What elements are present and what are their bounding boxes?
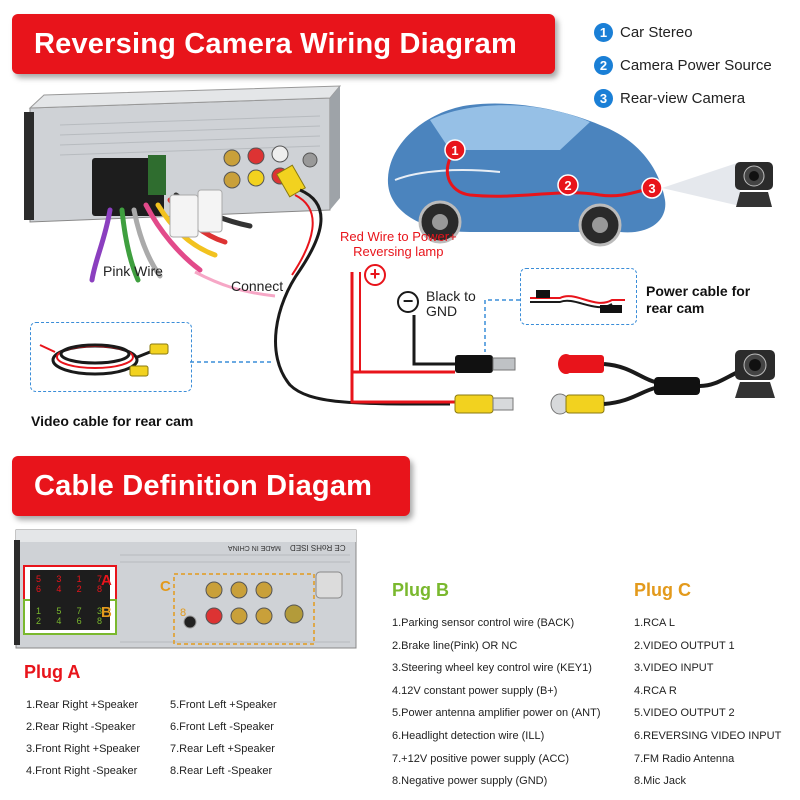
- legend-number-1: 1: [594, 23, 613, 42]
- plug-b-pin: 7: [76, 606, 82, 616]
- plug-b-pin: 3: [96, 606, 102, 616]
- car-marker-2: 2: [564, 178, 571, 193]
- pink-wire-label: Pink Wire: [103, 263, 163, 279]
- wiring-diagram-title: Reversing Camera Wiring Diagram: [34, 27, 517, 60]
- car-stereo-unit-top: [24, 85, 342, 223]
- plug-a-pin: 4: [56, 584, 62, 594]
- plug-a-pin: 2: [76, 584, 82, 594]
- plug-b-item: 3.Steering wheel key control wire (KEY1): [392, 662, 592, 675]
- plug-a-item: 1.Rear Right +Speaker: [26, 699, 139, 711]
- plug-b-pin: 1: [36, 606, 42, 616]
- plug-a-list-left: 1.Rear Right +Speaker 2.Rear Right -Spea…: [26, 694, 140, 782]
- wiring-diagram-banner: Reversing Camera Wiring Diagram: [12, 14, 555, 74]
- legend-label-car-stereo: Car Stereo: [620, 24, 693, 41]
- panel-made-in-label: MADE IN CHINA: [228, 544, 281, 551]
- plug-b-pin: 8: [96, 616, 102, 626]
- plug-a-pin: 7: [96, 574, 102, 584]
- red-wire-label: Red Wire to Power+ Reversing lamp: [340, 229, 457, 259]
- legend-item-car-stereo: 1 Car Stereo: [594, 23, 693, 42]
- plug-a-pins: 5 3 1 7 6 4 2 8: [36, 574, 102, 594]
- power-cable-line1: Power cable for: [646, 283, 751, 299]
- plug-a-item: 7.Rear Left +Speaker: [170, 743, 275, 755]
- video-cable-coil: [39, 343, 169, 377]
- black-to-gnd-line2: GND: [426, 303, 458, 319]
- plug-c-letter: C: [160, 578, 171, 595]
- rear-camera-bottom: [735, 350, 775, 398]
- plug-c-item: 7.FM Radio Antenna: [634, 752, 735, 765]
- plug-b-item: 5.Power antenna amplifier power on (ANT): [392, 707, 601, 720]
- plug-b-pin: 6: [76, 616, 82, 626]
- plug-a-item: 4.Front Right -Speaker: [26, 765, 138, 777]
- plug-c-item: 2.VIDEO OUTPUT 1: [634, 639, 735, 652]
- legend-number-3: 3: [594, 89, 613, 108]
- plus-symbol: +: [369, 264, 381, 284]
- plug-a-pin: 3: [56, 574, 62, 584]
- plug-a-item: 6.Front Left -Speaker: [170, 721, 274, 733]
- plug-b-letter: B: [101, 604, 112, 621]
- plug-c-item: 8.Mic Jack: [634, 775, 686, 788]
- black-to-gnd-label: Black to GND: [426, 289, 476, 319]
- plug-a-letter: A: [101, 572, 112, 589]
- plug-a-item: 5.Front Left +Speaker: [170, 699, 277, 711]
- power-cable-label: Power cable for rear cam: [646, 283, 750, 317]
- plug-c-item: 6.REVERSING VIDEO INPUT: [634, 729, 782, 742]
- minus-symbol: −: [402, 291, 414, 311]
- plug-a-item: 8.Rear Left -Speaker: [170, 765, 273, 777]
- legend-label-rear-camera: Rear-view Camera: [620, 90, 746, 107]
- plug-c-item: 5.VIDEO OUTPUT 2: [634, 707, 735, 720]
- plug-a-list-right: 5.Front Left +Speaker 6.Front Left -Spea…: [170, 694, 277, 782]
- plug-c-item: 1.RCA L: [634, 617, 675, 629]
- power-cable-box: [520, 268, 637, 325]
- car-marker-3: 3: [648, 181, 655, 196]
- video-cable-label: Video cable for rear cam: [31, 413, 194, 429]
- plug-c-item: 4.RCA R: [634, 684, 677, 697]
- plug-b-pin: 2: [36, 616, 42, 626]
- plug-b-list: 1.Parking sensor control wire (BACK) 2.B…: [392, 612, 600, 793]
- rear-camera-top: [735, 162, 773, 207]
- cable-definition-banner: Cable Definition Diagam: [12, 456, 410, 516]
- plug-b-item: 2.Brake line(Pink) OR NC: [392, 639, 518, 652]
- plug-c-list: 1.RCA L 2.VIDEO OUTPUT 1 3.VIDEO INPUT 4…: [634, 612, 781, 793]
- plug-c-mic-pin: 8: [180, 607, 187, 619]
- plug-b-pins: 1 5 7 3 2 4 6 8: [36, 606, 102, 626]
- cable-definition-title: Cable Definition Diagam: [34, 469, 373, 502]
- plug-a-pin: 1: [76, 574, 82, 584]
- plug-a-pin: 8: [96, 584, 102, 594]
- legend-label-camera-power: Camera Power Source: [620, 57, 772, 74]
- plug-a-item: 3.Front Right +Speaker: [26, 743, 141, 755]
- plug-a-pin: 6: [36, 584, 42, 594]
- legend-item-camera-power: 2 Camera Power Source: [594, 56, 772, 75]
- red-wire-label-line2: Reversing lamp: [353, 244, 444, 259]
- power-cable-coil: [530, 290, 625, 313]
- plug-c-title: Plug C: [634, 580, 691, 600]
- power-cable-line2: rear cam: [646, 300, 705, 316]
- legend-number-2: 2: [594, 56, 613, 75]
- plug-c-item: 3.VIDEO INPUT: [634, 662, 714, 675]
- plug-b-item: 8.Negative power supply (GND): [392, 775, 548, 788]
- legend-item-rear-camera: 3 Rear-view Camera: [594, 89, 745, 108]
- red-wire-label-line1: Red Wire to Power+: [340, 229, 457, 244]
- plug-b-pin: 4: [56, 616, 62, 626]
- car-marker-1: 1: [451, 143, 458, 158]
- panel-cert-label: CE RoHS ISED: [290, 543, 346, 552]
- black-to-gnd-line1: Black to: [426, 288, 476, 304]
- plug-a-title: Plug A: [24, 662, 81, 682]
- plug-b-item: 4.12V constant power supply (B+): [392, 684, 558, 697]
- plug-b-item: 1.Parking sensor control wire (BACK): [392, 617, 575, 629]
- car-illustration: 1 2 3: [387, 103, 666, 247]
- video-cable-box: [30, 322, 192, 392]
- connect-label: Connect: [231, 278, 284, 294]
- plug-b-item: 7.+12V positive power supply (ACC): [392, 752, 569, 765]
- plug-b-pin: 5: [56, 606, 62, 616]
- plug-a-pin: 5: [36, 574, 42, 584]
- plug-b-item: 6.Headlight detection wire (ILL): [392, 729, 545, 742]
- plug-a-item: 2.Rear Right -Speaker: [26, 721, 136, 733]
- plug-b-title: Plug B: [392, 580, 449, 600]
